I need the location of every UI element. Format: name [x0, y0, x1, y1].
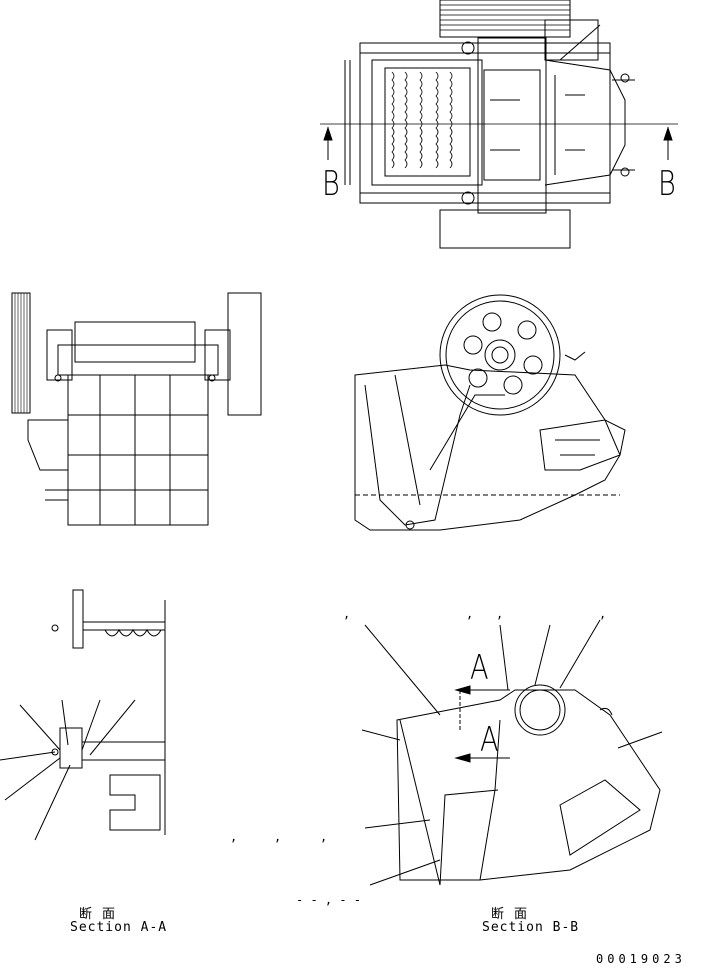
front-elevation-view	[11, 292, 262, 526]
section-aa-caption-en: Section A-A	[70, 920, 168, 935]
section-marker-a-bottom: A	[480, 720, 499, 760]
section-bb-caption-en: Section B-B	[482, 920, 580, 935]
section-aa-caption-jp: 断面	[79, 907, 126, 922]
drawing-code: 00019023	[596, 952, 686, 966]
comma-mark: ,	[343, 607, 351, 621]
top-plan-view	[320, 0, 678, 249]
dash-comma-row: - - , - -	[296, 893, 362, 907]
section-marker-b-left: B	[322, 164, 340, 204]
section-aa-detail	[0, 589, 166, 841]
comma-mark: ,	[496, 607, 504, 621]
comma-mark: ,	[599, 607, 607, 621]
section-marker-a-top: A	[470, 648, 489, 688]
side-elevation-view	[354, 294, 626, 531]
section-bb-caption-jp: 断面	[491, 907, 538, 922]
section-marker-b-right: B	[658, 164, 676, 204]
section-bb-detail	[361, 619, 663, 886]
comma-mark: ,	[320, 830, 328, 844]
comma-mark: ,	[230, 830, 238, 844]
comma-mark: ,	[274, 830, 282, 844]
comma-mark: ,	[466, 607, 474, 621]
